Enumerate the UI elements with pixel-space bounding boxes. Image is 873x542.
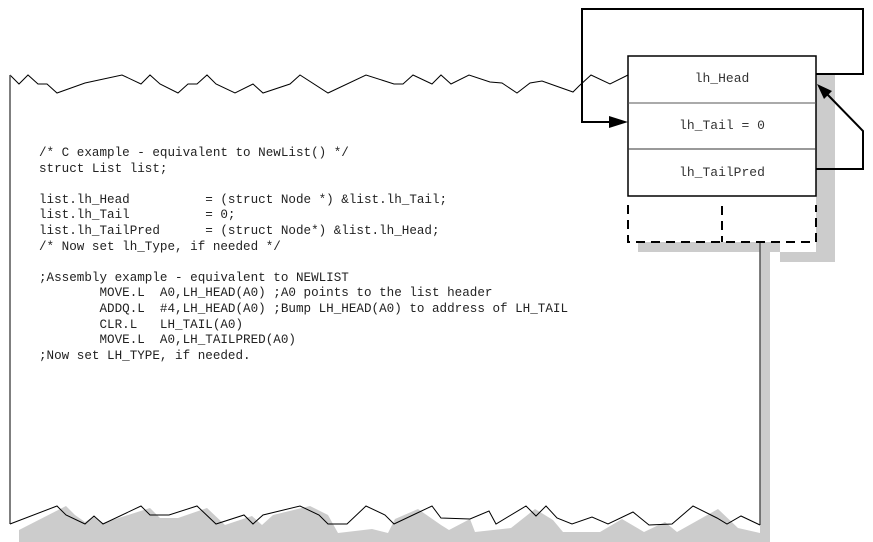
arrow-tailpred-to-head — [816, 84, 864, 170]
code-line: list.lh_TailPred = (struct Node*) &list.… — [39, 223, 440, 238]
dashed-shadow — [638, 242, 780, 252]
field-lh-tailpred: lh_TailPred — [679, 165, 765, 180]
arrow-head-to-tail — [581, 8, 864, 128]
code-line: list.lh_Tail = 0; — [39, 208, 236, 223]
code-line: ;Assembly example - equivalent to NEWLIS… — [39, 270, 349, 285]
page-shadow-right — [760, 242, 770, 533]
code-line: list.lh_Head = (struct Node *) &list.lh_… — [39, 192, 448, 207]
page-torn-top-edge — [9, 74, 629, 94]
dashed-extension — [627, 205, 817, 243]
code-line: CLR.L LH_TAIL(A0) — [39, 317, 244, 332]
list-header-box — [627, 55, 817, 197]
code-line: /* C example - equivalent to NewList() *… — [39, 146, 349, 160]
code-line: MOVE.L A0,LH_TAILPRED(A0) — [39, 333, 296, 348]
code-line: /* Now set lh_Type, if needed */ — [39, 239, 281, 254]
list-header-node: lh_Head lh_Tail = 0 lh_TailPred — [627, 55, 817, 243]
code-line: MOVE.L A0,LH_HEAD(A0) ;A0 points to the … — [39, 286, 493, 301]
code-line: struct List list; — [39, 161, 168, 176]
arrow-head-to-tail-line — [581, 8, 864, 123]
code-listing: /* C example - equivalent to NewList() *… — [39, 146, 568, 364]
arrowhead-icon — [609, 116, 628, 128]
code-line — [39, 255, 568, 271]
field-lh-head: lh_Head — [695, 71, 750, 86]
page-torn-bottom-edge — [9, 505, 761, 526]
arrow-tailpred-to-head-line — [816, 92, 864, 170]
code-line: ;Now set LH_TYPE, if needed. — [39, 348, 251, 363]
arrowhead-icon — [817, 84, 832, 99]
box-shadow — [780, 75, 835, 262]
code-line — [39, 177, 568, 193]
code-line: ADDQ.L #4,LH_HEAD(A0) ;Bump LH_HEAD(A0) … — [39, 301, 569, 316]
field-lh-tail: lh_Tail = 0 — [679, 118, 765, 133]
